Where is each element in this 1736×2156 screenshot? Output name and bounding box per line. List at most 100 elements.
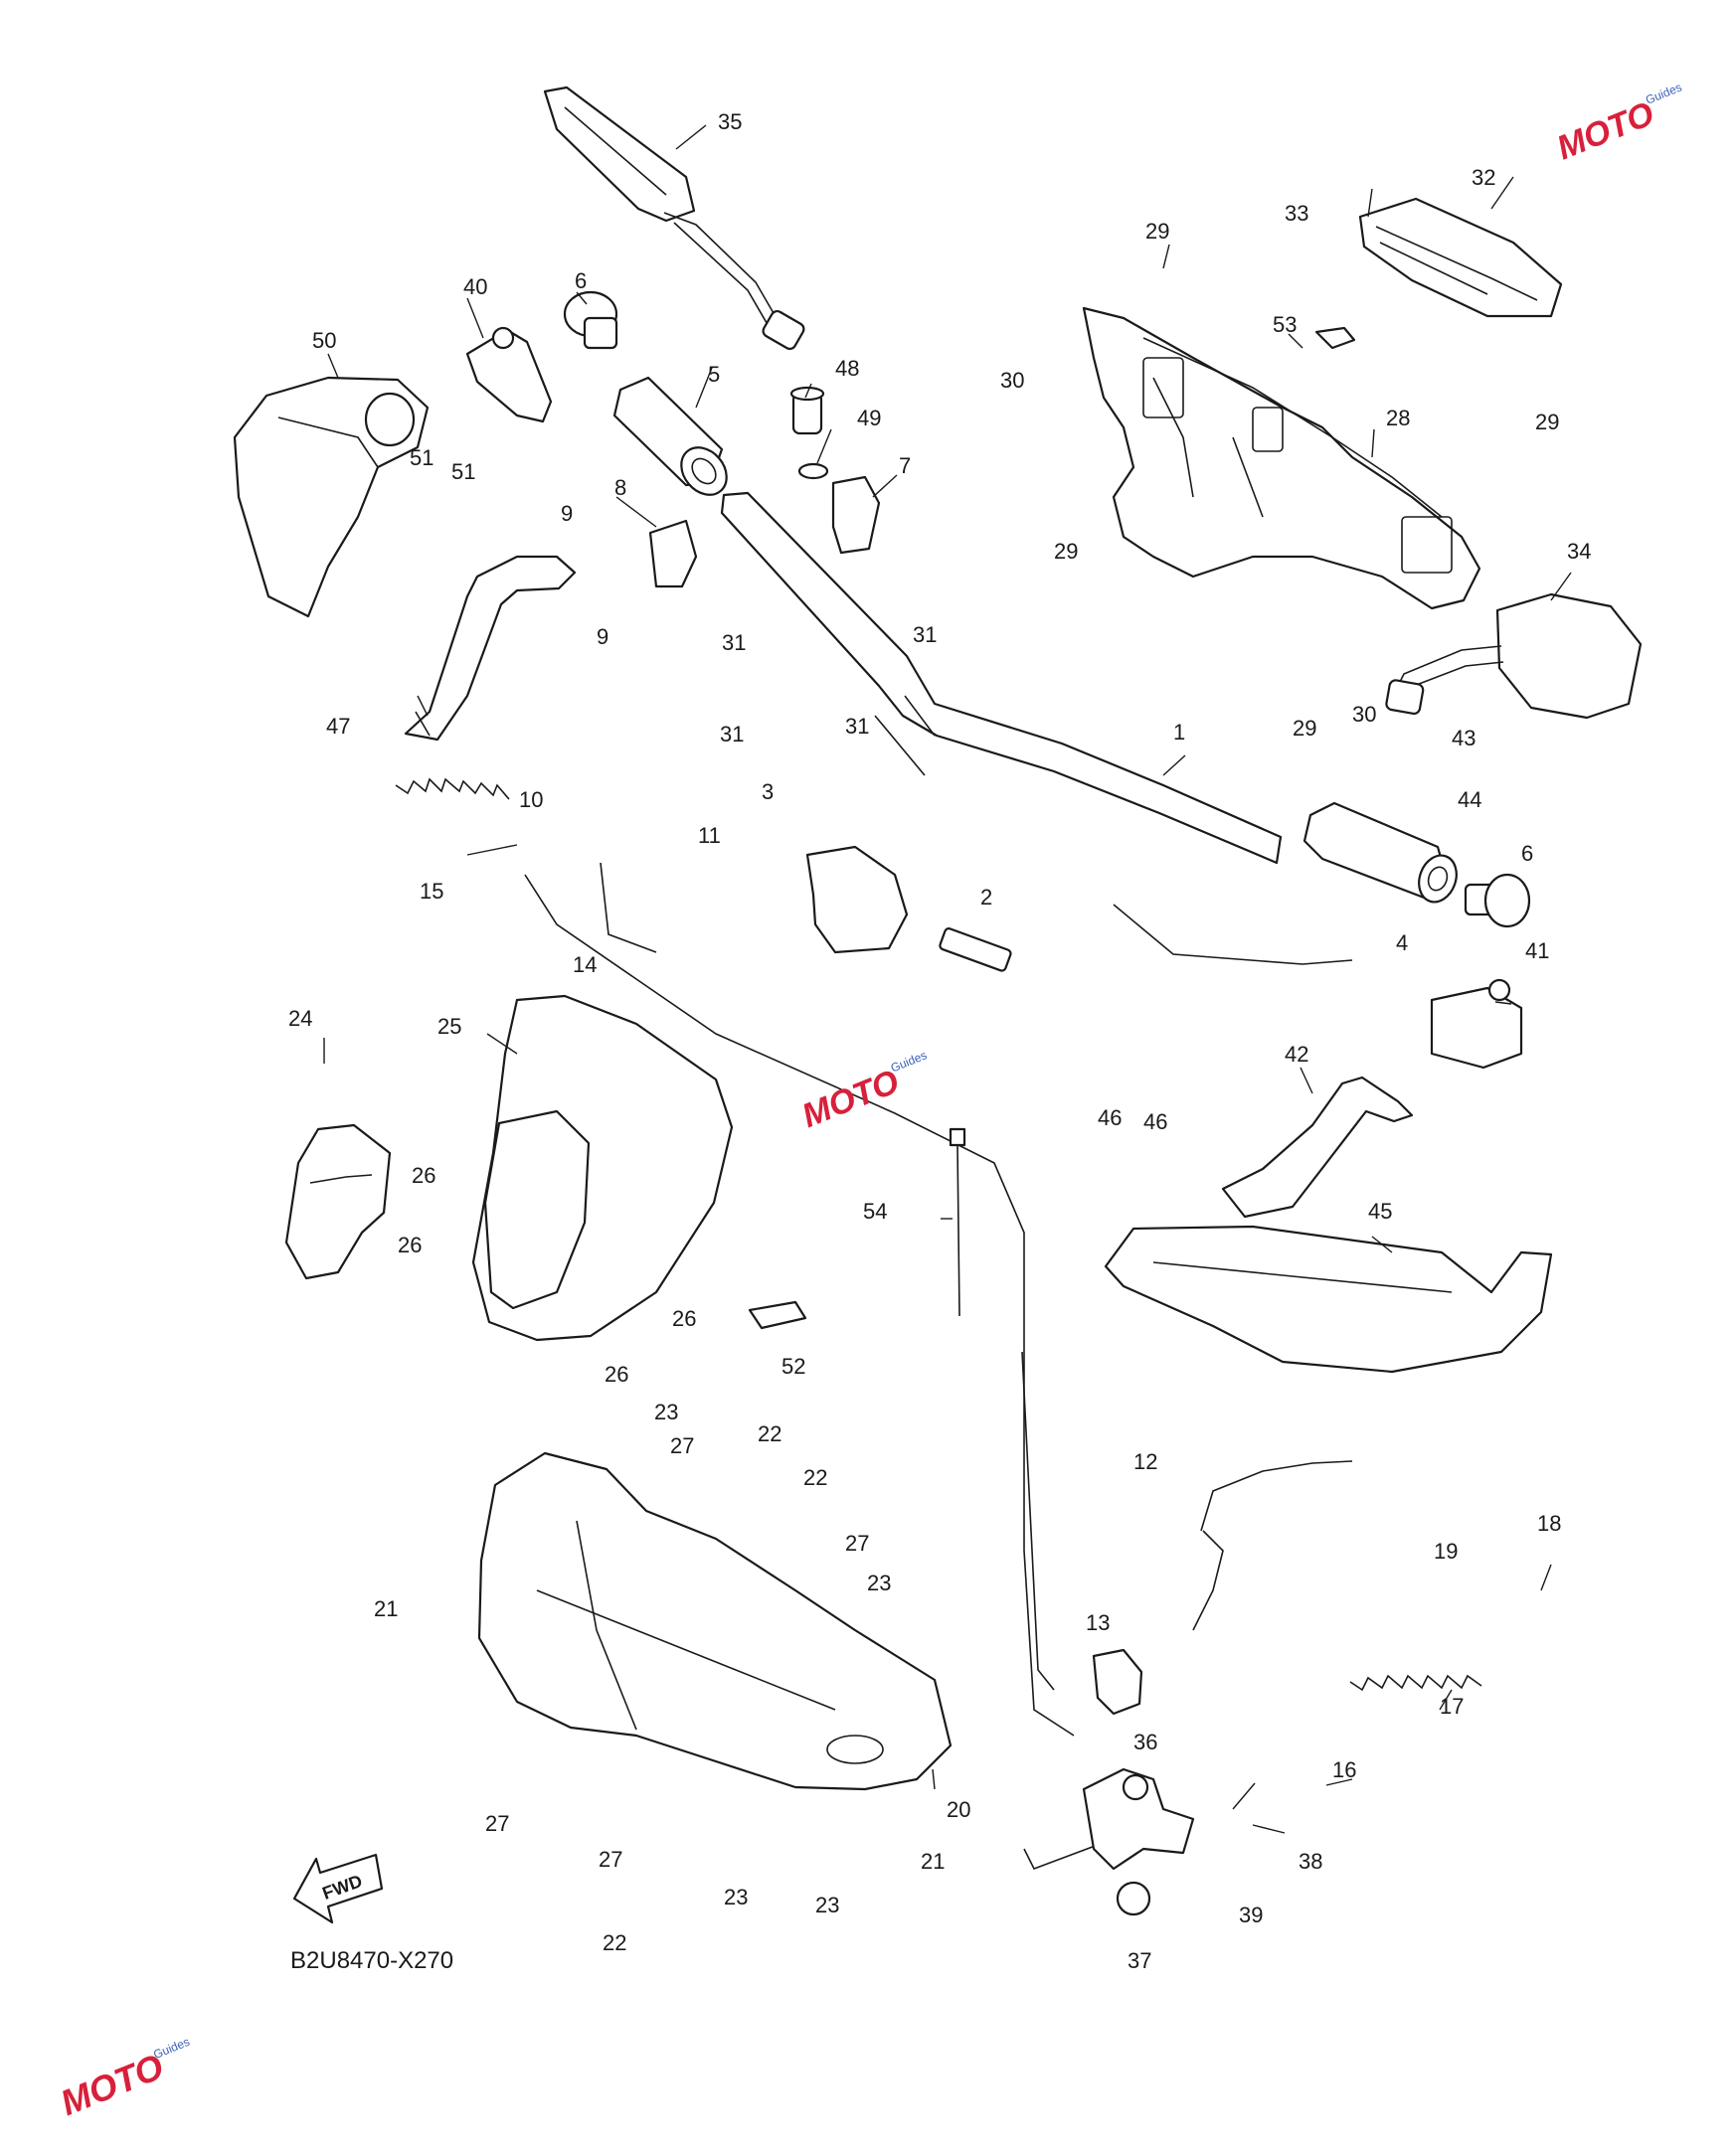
callout-31b: 31 — [913, 622, 937, 647]
bar-end-right — [1464, 873, 1531, 928]
callout-17: 17 — [1440, 1694, 1464, 1719]
callout-13: 13 — [1086, 1610, 1110, 1635]
callout-23c: 23 — [724, 1885, 748, 1909]
callout-9b: 9 — [597, 624, 608, 649]
diagram-code: B2U8470-X270 — [290, 1947, 453, 1974]
spring-15 — [395, 777, 510, 800]
callout-1: 1 — [1173, 720, 1185, 745]
callout-29b: 29 — [1535, 410, 1559, 434]
callout-26a: 26 — [412, 1163, 435, 1188]
callout-8: 8 — [614, 475, 626, 500]
callout-46b: 46 — [1143, 1109, 1167, 1134]
watermark-sub-3: Guides — [151, 2035, 192, 2062]
callout-27b: 27 — [845, 1531, 869, 1556]
callout-42: 42 — [1285, 1042, 1308, 1067]
callout-labels: 1 2 3 4 5 6 6 7 8 9 9 10 11 12 13 14 15 … — [288, 109, 1591, 1973]
side-panel-24 — [284, 1123, 392, 1280]
right-mirror — [1385, 592, 1643, 720]
reflector-52 — [748, 1300, 807, 1330]
fwd-arrow — [292, 1853, 384, 1924]
callout-36: 36 — [1133, 1730, 1157, 1754]
collar-48-49 — [789, 386, 829, 480]
callout-24: 24 — [288, 1006, 312, 1031]
callout-52: 52 — [781, 1354, 805, 1379]
leader-lines — [323, 124, 1572, 1834]
left-guard-bracket — [404, 555, 577, 742]
callout-34: 34 — [1567, 539, 1591, 564]
left-hand-guard — [233, 376, 430, 618]
watermark-brand-2: MOTO — [796, 1063, 904, 1135]
callout-12: 12 — [1133, 1449, 1157, 1474]
callout-29c: 29 — [1054, 539, 1078, 564]
callout-10: 10 — [519, 787, 543, 812]
callout-27d: 27 — [599, 1847, 622, 1872]
callout-39: 39 — [1239, 1903, 1263, 1927]
right-hand-guard — [1104, 1225, 1553, 1374]
callout-5: 5 — [708, 362, 720, 387]
callout-54: 54 — [863, 1199, 887, 1224]
callout-4: 4 — [1396, 930, 1408, 955]
callout-3: 3 — [762, 779, 774, 804]
watermark-top-right: MOTO Guides — [1552, 81, 1684, 168]
bar-end-left — [563, 290, 618, 350]
callout-7: 7 — [899, 453, 911, 478]
spring-17 — [1349, 1674, 1482, 1692]
callout-51a: 51 — [410, 445, 434, 470]
callout-41: 41 — [1525, 938, 1549, 963]
callout-35: 35 — [718, 109, 742, 134]
callout-29a: 29 — [1145, 219, 1169, 244]
left-grip — [612, 376, 728, 496]
watermark-brand-3: MOTO — [55, 2046, 169, 2123]
callout-40: 40 — [463, 274, 487, 299]
watermark-center: MOTO Guides — [796, 1048, 930, 1135]
callout-30a: 30 — [1000, 368, 1024, 393]
callout-27c: 27 — [485, 1811, 509, 1836]
callout-16: 16 — [1332, 1757, 1356, 1782]
watermark-sub-2: Guides — [889, 1048, 930, 1075]
callout-22a: 22 — [758, 1421, 781, 1446]
front-cowl — [477, 1451, 953, 1791]
meter-cover — [1358, 197, 1563, 318]
callout-31c: 31 — [720, 722, 744, 746]
callout-48: 48 — [835, 356, 859, 381]
callout-11: 11 — [698, 823, 721, 848]
callout-49: 49 — [857, 406, 881, 430]
callout-23a: 23 — [654, 1400, 678, 1424]
right-guard-bracket — [1221, 1076, 1414, 1219]
callout-21a: 21 — [374, 1596, 398, 1621]
holder-40 — [465, 326, 553, 423]
callout-20: 20 — [947, 1797, 970, 1822]
handlebar — [720, 491, 1283, 865]
cable-tie-54 — [949, 1127, 966, 1317]
callout-18: 18 — [1537, 1511, 1561, 1536]
callout-6a: 6 — [575, 268, 587, 293]
callout-22c: 22 — [603, 1930, 626, 1955]
callout-21b: 21 — [921, 1849, 945, 1874]
throttle-housing — [805, 845, 1012, 972]
cables — [524, 862, 1353, 1871]
callout-31a: 31 — [722, 630, 746, 655]
callout-33: 33 — [1285, 201, 1308, 226]
watermark-bottom-left: MOTO Guides — [55, 2035, 192, 2123]
callout-45: 45 — [1368, 1199, 1392, 1224]
switch-41 — [1430, 978, 1523, 1070]
callout-38: 38 — [1299, 1849, 1322, 1874]
callout-51b: 51 — [451, 459, 475, 484]
callout-32: 32 — [1472, 165, 1495, 190]
callout-19: 19 — [1434, 1539, 1458, 1564]
callout-2: 2 — [980, 885, 992, 910]
callout-30b: 30 — [1352, 702, 1376, 727]
callout-26c: 26 — [672, 1306, 696, 1331]
callout-46a: 46 — [1098, 1105, 1122, 1130]
callout-50: 50 — [312, 328, 336, 353]
callout-26b: 26 — [398, 1233, 422, 1257]
callout-44: 44 — [1458, 787, 1481, 812]
callout-27a: 27 — [670, 1433, 694, 1458]
upper-handle-cover — [1082, 306, 1481, 610]
clamp-7-8 — [648, 475, 881, 588]
callout-6b: 6 — [1521, 841, 1533, 866]
watermark-sub: Guides — [1644, 81, 1684, 107]
callout-47: 47 — [326, 714, 350, 739]
